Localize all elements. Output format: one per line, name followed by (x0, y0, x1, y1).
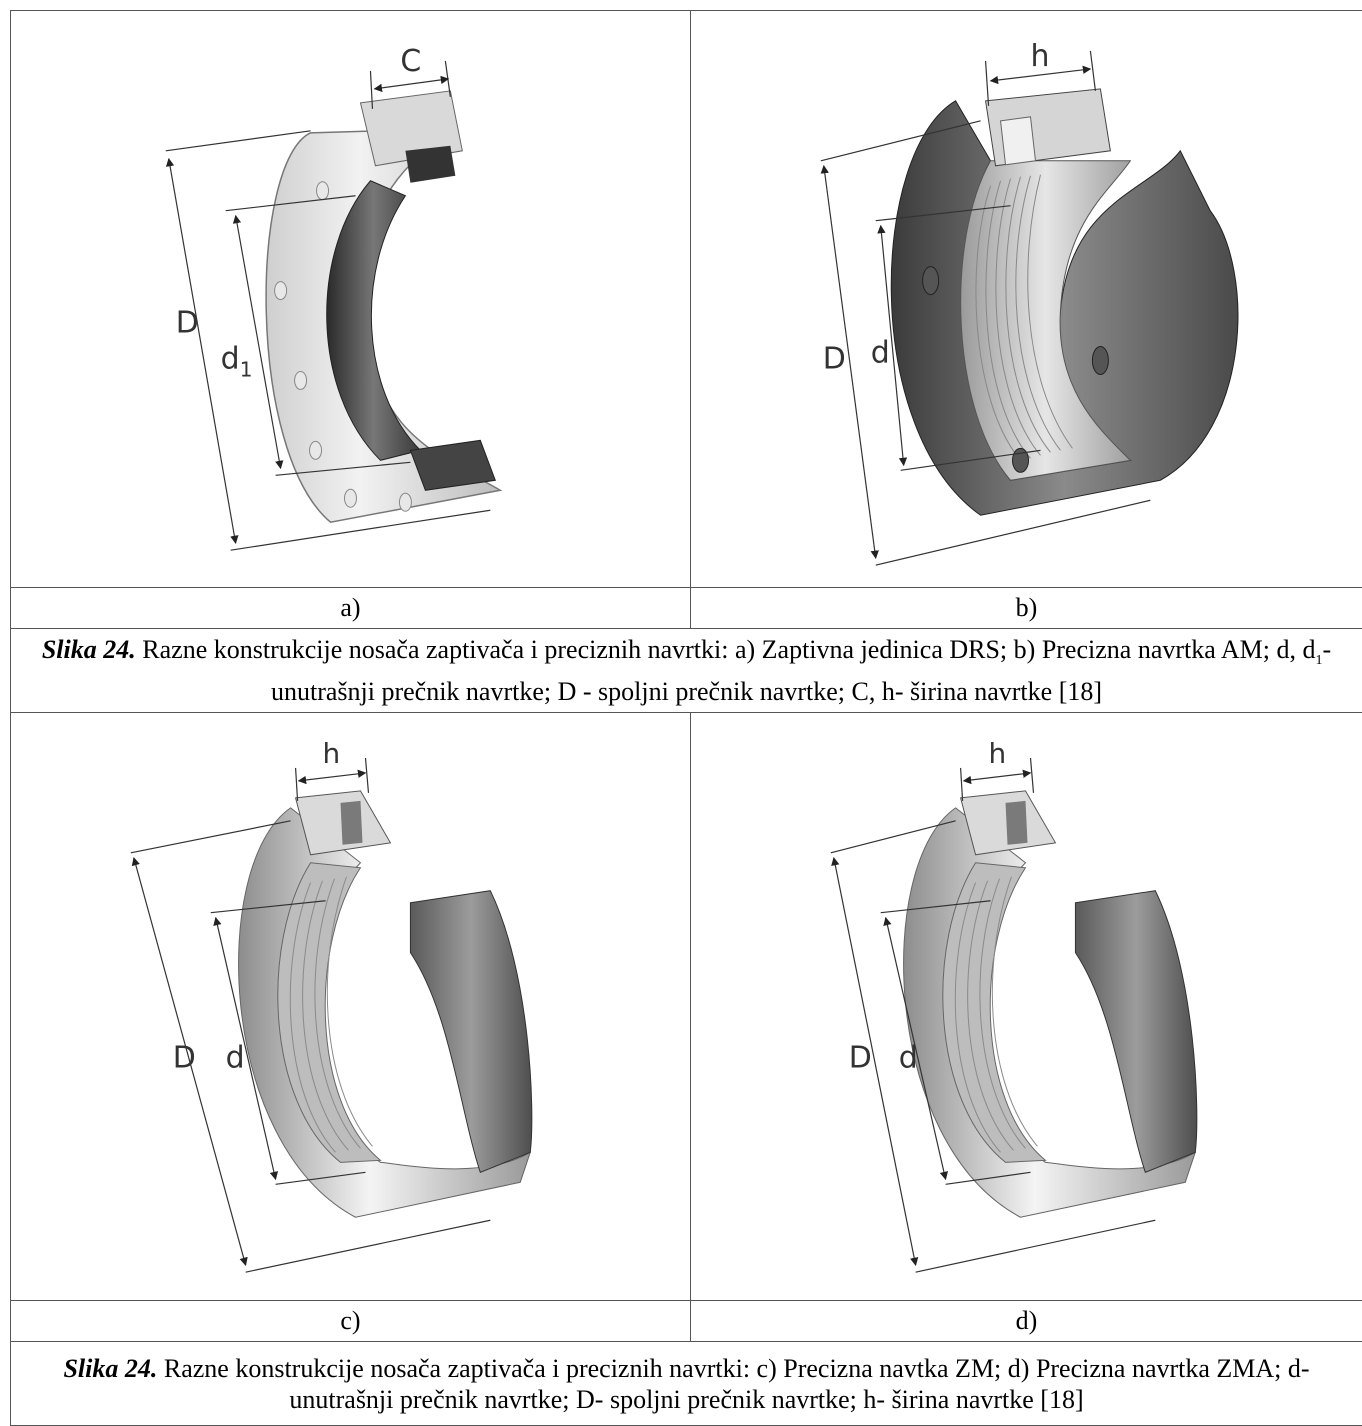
panel-label-a: a) (11, 588, 691, 629)
dim-label: D (176, 306, 199, 341)
dim-label: d (899, 1041, 918, 1076)
panel-label-b: b) (691, 588, 1362, 629)
dim-label: h (323, 737, 341, 770)
panel-d-image: h D d (691, 713, 1362, 1301)
figure-table: C D d1 (10, 10, 1362, 1426)
figure-caption-2: Slika 24. Razne konstrukcije nosača zapt… (11, 1342, 1362, 1426)
figure-caption-1: Slika 24. Razne konstrukcije nosača zapt… (11, 629, 1362, 713)
dim-label: d (226, 1041, 245, 1076)
panel-label-d: d) (691, 1301, 1362, 1342)
caption-lead: Slika 24. (42, 635, 136, 664)
caption-text: Razne konstrukcije nosača zaptivača i pr… (157, 1354, 1309, 1414)
panel-b-image: h D d (691, 11, 1362, 588)
panel-a-image: C D d1 (11, 11, 691, 588)
dim-label: D (849, 1041, 872, 1076)
caption-text: Razne konstrukcije nosača zaptivača i pr… (136, 635, 1316, 664)
panel-c-image: h D d (11, 713, 691, 1301)
panel-label-c: c) (11, 1301, 691, 1342)
dim-label: h (989, 737, 1007, 770)
caption-lead: Slika 24. (63, 1354, 157, 1383)
dim-label: d (871, 335, 890, 370)
dim-label: d1 (221, 341, 253, 381)
dim-label: C (400, 44, 421, 79)
dim-label: D (173, 1041, 196, 1076)
dim-label: h (1030, 39, 1049, 74)
dim-label: D (823, 341, 846, 376)
